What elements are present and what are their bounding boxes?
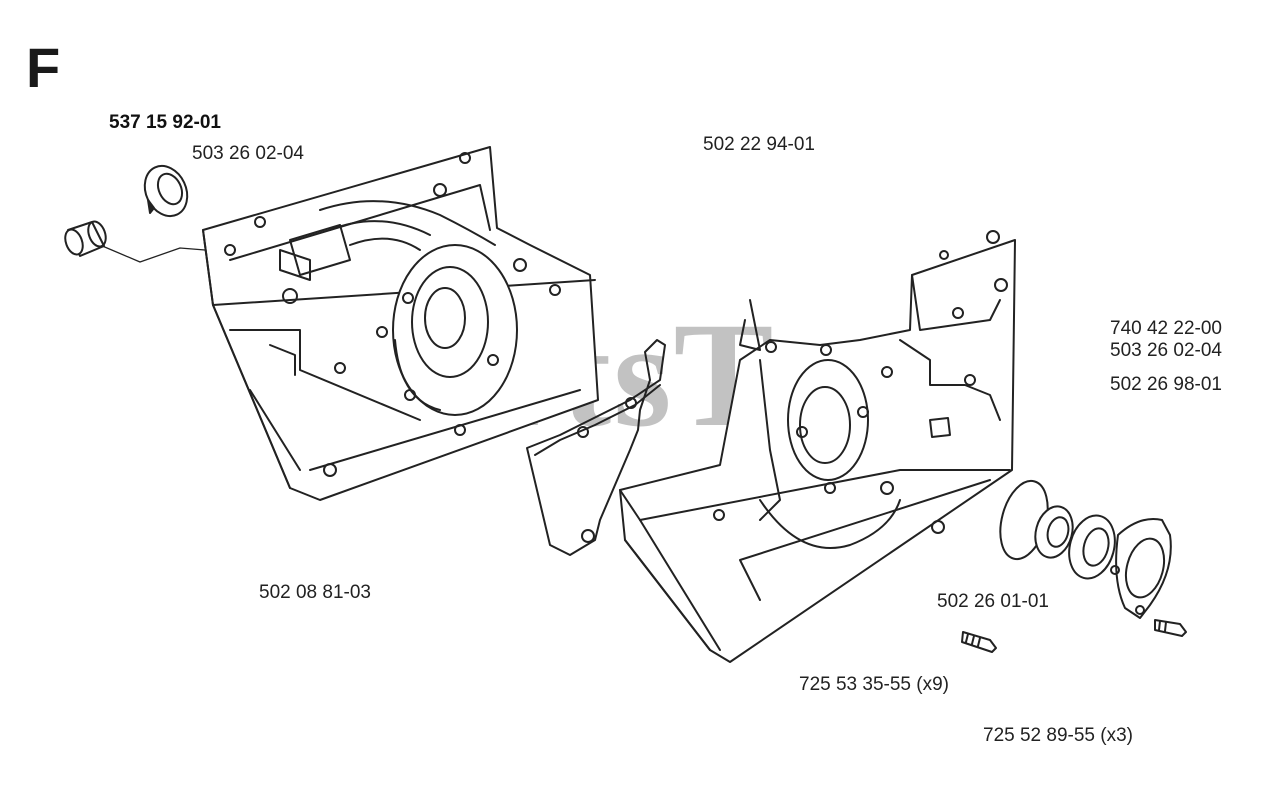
label-screw-b: 725 52 89-55 (x3) bbox=[983, 725, 1133, 747]
screw-part-right[interactable] bbox=[1154, 619, 1187, 637]
leader-line-bushing bbox=[99, 244, 206, 263]
label-screw-a-qty: (x9) bbox=[916, 674, 950, 695]
section-letter: F bbox=[26, 36, 61, 99]
label-crankcase-left: 502 08 81-03 bbox=[259, 582, 371, 603]
seal-part-right[interactable] bbox=[1030, 502, 1078, 562]
label-right-2: 503 26 02-04 bbox=[1110, 340, 1222, 361]
cover-plate-right[interactable] bbox=[1110, 518, 1172, 619]
label-seal-left: 503 26 02-04 bbox=[192, 143, 304, 164]
label-cover-right: 502 26 01-01 bbox=[937, 591, 1049, 612]
label-assembly: 537 15 92-01 bbox=[109, 112, 221, 133]
crankcase-half-left[interactable] bbox=[202, 146, 599, 501]
label-gasket-top: 502 22 94-01 bbox=[703, 134, 815, 155]
label-right-1: 740 42 22-00 bbox=[1110, 318, 1222, 339]
bearing-part-right[interactable] bbox=[1062, 510, 1121, 583]
seal-part-left[interactable] bbox=[137, 159, 195, 223]
screw-part-center[interactable] bbox=[961, 631, 997, 653]
label-screw-b-qty: (x3) bbox=[1100, 725, 1134, 746]
gasket-part[interactable] bbox=[526, 339, 666, 556]
label-right-3: 502 26 98-01 bbox=[1110, 374, 1222, 395]
label-screw-a-number: 725 53 35-55 bbox=[799, 674, 911, 695]
label-screw-b-number: 725 52 89-55 bbox=[983, 725, 1095, 746]
bushing-part[interactable] bbox=[62, 219, 109, 257]
label-screw-a: 725 53 35-55 (x9) bbox=[799, 674, 949, 696]
crankcase-half-right[interactable] bbox=[619, 230, 1016, 663]
